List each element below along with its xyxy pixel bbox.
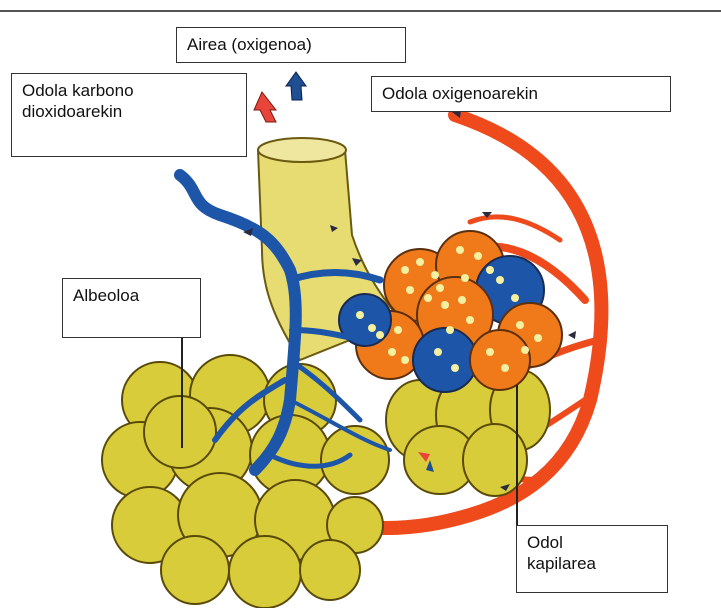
label-capillary: Odol kapilarea bbox=[516, 525, 668, 593]
alveolus-leader-line bbox=[181, 338, 183, 448]
label-blood-carbon-dioxide: Odola karbono dioxidoarekin bbox=[11, 73, 247, 157]
alveolus-cluster-left bbox=[102, 355, 389, 608]
airflow-in-arrow bbox=[254, 92, 276, 122]
label-blood-oxygen: Odola oxigenoarekin bbox=[371, 76, 671, 112]
label-air-oxygen: Airea (oxigenoa) bbox=[176, 27, 406, 63]
capillary-leader-line bbox=[516, 385, 518, 525]
label-alveolus: Albeoloa bbox=[62, 278, 201, 338]
airflow-out-arrow bbox=[286, 72, 306, 100]
